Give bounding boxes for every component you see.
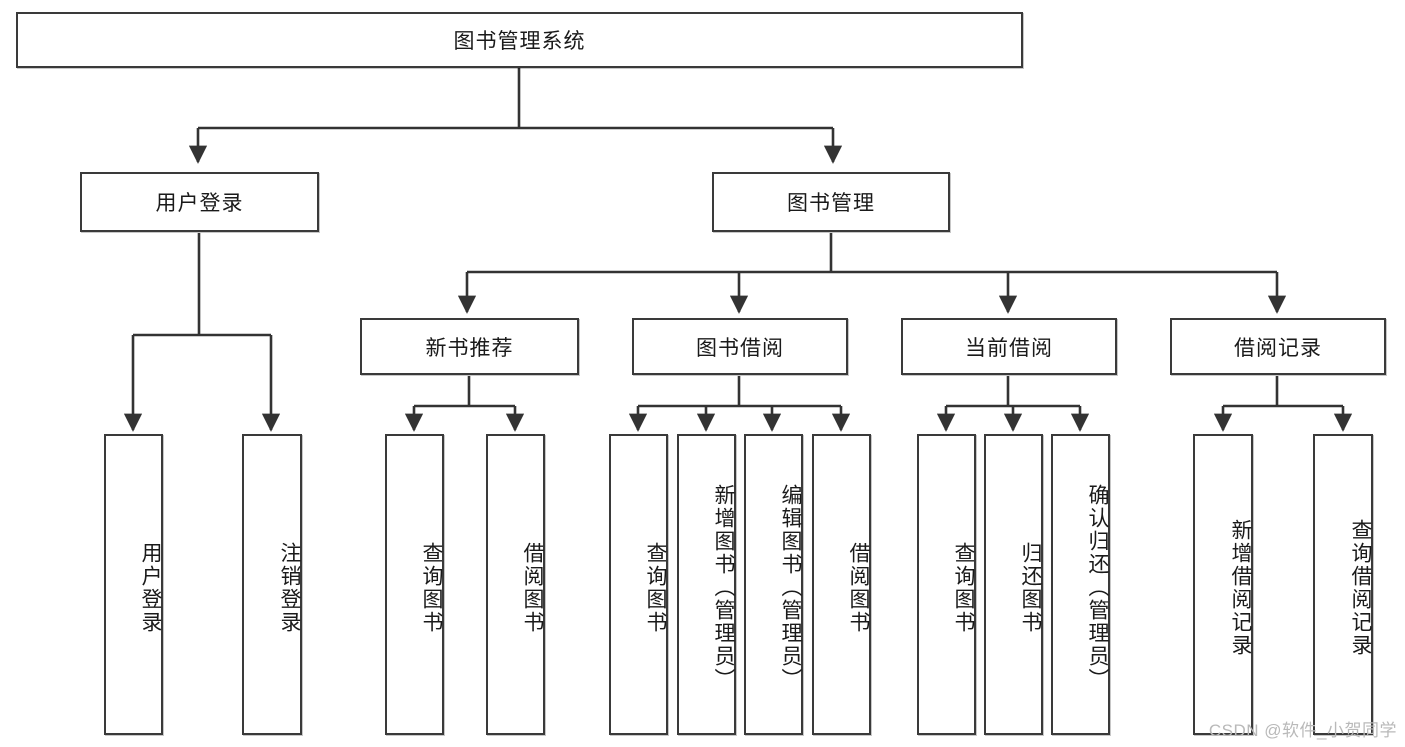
node-label: 图书借阅: [696, 336, 784, 360]
node-label: 新书推荐: [425, 336, 514, 360]
node-user-login[interactable]: 用户登录: [80, 172, 319, 232]
node-label: 查询图书: [952, 541, 975, 634]
node-current-borrow[interactable]: 当前借阅: [901, 318, 1117, 375]
node-label: 借阅记录: [1234, 336, 1322, 360]
node-label: 查询借阅记录: [1349, 518, 1372, 657]
leaf-current-return-book[interactable]: 归还图书: [984, 434, 1043, 735]
node-new-book-recommendation[interactable]: 新书推荐: [360, 318, 579, 375]
node-label: 借阅图书: [847, 541, 870, 634]
csdn-watermark: CSDN @软件_小贺同学: [1208, 721, 1397, 740]
leaf-record-add-borrow-record[interactable]: 新增借阅记录: [1193, 434, 1253, 735]
leaf-user-logout[interactable]: 注销登录: [242, 434, 302, 735]
node-label: 借阅图书: [521, 541, 544, 634]
node-root-book-management-system[interactable]: 图书管理系统: [16, 12, 1023, 68]
leaf-borrow-query-book[interactable]: 查询图书: [609, 434, 668, 735]
node-label: 用户登录: [139, 541, 162, 634]
node-label: 确认归还（管理员）: [1086, 484, 1109, 691]
node-label: 归还图书: [1019, 541, 1042, 634]
leaf-borrow-borrow-book[interactable]: 借阅图书: [812, 434, 871, 735]
node-label: 当前借阅: [965, 336, 1053, 360]
node-label: 新增借阅记录: [1229, 518, 1252, 657]
node-label: 用户登录: [155, 192, 244, 215]
node-label: 新增图书（管理员）: [712, 484, 735, 691]
node-label: 查询图书: [644, 541, 667, 634]
node-label: 图书管理系统: [453, 30, 586, 53]
node-label: 注销登录: [278, 541, 301, 634]
node-borrow-record[interactable]: 借阅记录: [1170, 318, 1386, 375]
leaf-user-login[interactable]: 用户登录: [104, 434, 163, 735]
leaf-record-query-borrow-record[interactable]: 查询借阅记录: [1313, 434, 1373, 735]
leaf-current-confirm-return-admin[interactable]: 确认归还（管理员）: [1051, 434, 1110, 735]
node-label: 图书管理: [787, 192, 875, 215]
node-book-borrow[interactable]: 图书借阅: [632, 318, 848, 375]
node-label: 编辑图书（管理员）: [779, 484, 802, 691]
leaf-recommend-borrow-book[interactable]: 借阅图书: [486, 434, 545, 735]
leaf-current-query-book[interactable]: 查询图书: [917, 434, 976, 735]
node-label: 查询图书: [420, 541, 443, 634]
leaf-recommend-query-book[interactable]: 查询图书: [385, 434, 444, 735]
leaf-borrow-add-book-admin[interactable]: 新增图书（管理员）: [677, 434, 736, 735]
node-book-management[interactable]: 图书管理: [712, 172, 950, 232]
leaf-borrow-edit-book-admin[interactable]: 编辑图书（管理员）: [744, 434, 803, 735]
